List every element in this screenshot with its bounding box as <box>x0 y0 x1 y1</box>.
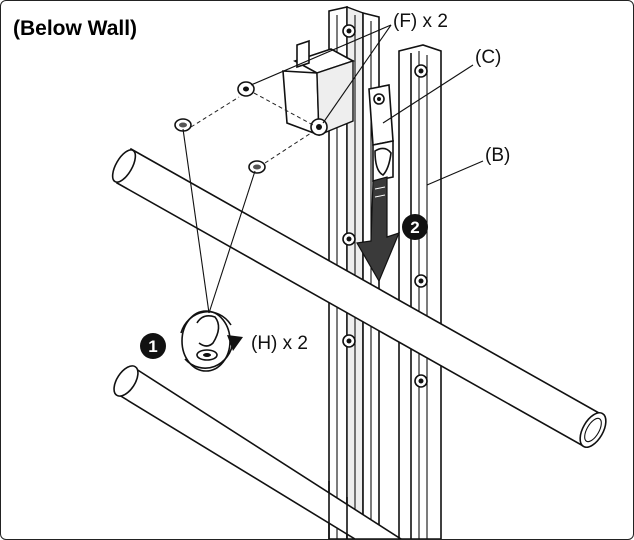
label-b: (B) <box>485 145 510 166</box>
leader-lines <box>182 24 484 314</box>
step-2-badge: 2 <box>402 214 428 240</box>
label-c: (C) <box>475 47 501 68</box>
screw-h-lower <box>248 160 266 174</box>
label-f: (F) x 2 <box>393 11 448 32</box>
step-2-number: 2 <box>410 218 419 237</box>
diagram-title: (Below Wall) <box>13 17 137 40</box>
screw-head-detail <box>181 310 231 372</box>
step-1-number: 1 <box>148 337 157 356</box>
label-h: (H) x 2 <box>251 333 308 354</box>
screw-h-upper <box>174 118 192 132</box>
washer-f <box>237 81 255 97</box>
top-clip-bracket <box>282 39 355 137</box>
lower-tube <box>113 365 403 539</box>
bracket-c <box>368 84 394 182</box>
push-down-arrow-icon <box>356 176 401 283</box>
step-1-badge: 1 <box>140 333 166 359</box>
rotate-clockwise-arrow-icon <box>180 311 243 369</box>
